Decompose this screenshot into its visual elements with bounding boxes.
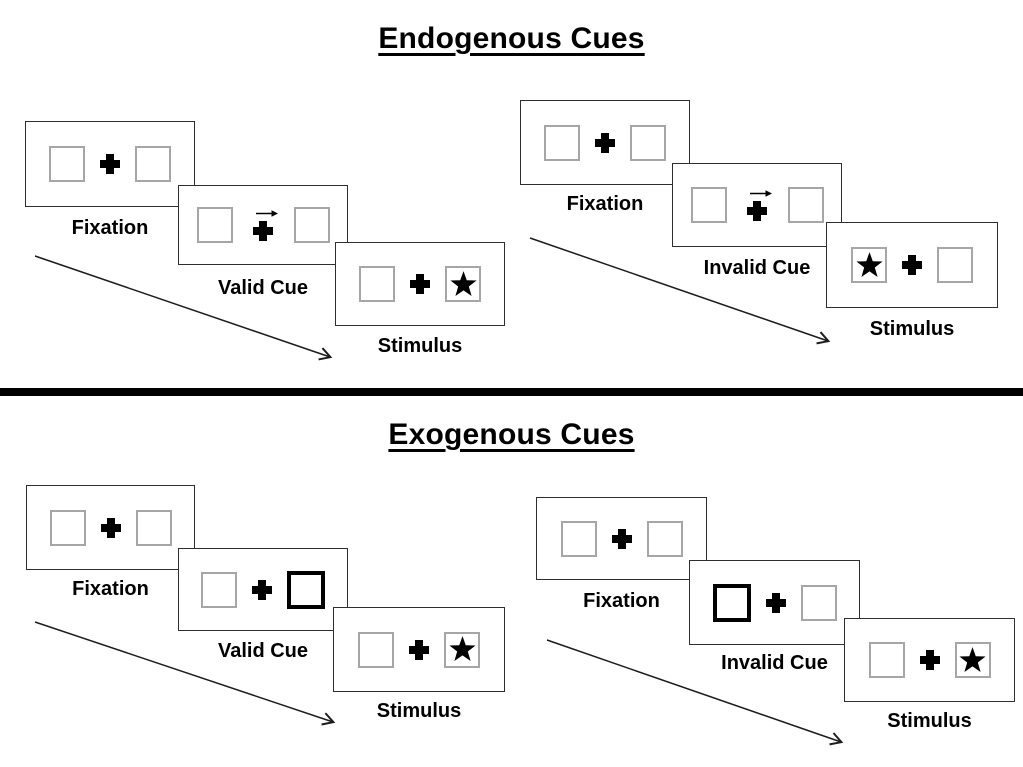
- target-star-icon: [448, 636, 476, 661]
- right-box-highlight-cue: [287, 570, 325, 609]
- endo-invalid-sequence-arrow: [529, 237, 831, 345]
- right-box: [646, 520, 683, 557]
- right-box: [800, 584, 837, 621]
- left-box: [49, 509, 86, 546]
- exo-valid-stimulus-card: [333, 607, 505, 692]
- fixation-cross: [252, 579, 272, 600]
- fixation-cross-group: [742, 189, 773, 221]
- exo-valid-sequence-arrow: [34, 621, 336, 726]
- fixation-cross-icon: [765, 592, 786, 613]
- endo-valid-sequence-arrow: [34, 255, 333, 361]
- exo-valid-cue-label: Valid Cue: [217, 640, 309, 662]
- endo-invalid-fixation-card: [520, 100, 690, 185]
- endo-valid-cue-card: [178, 185, 348, 265]
- right-box: [135, 509, 172, 546]
- right-box: [293, 207, 330, 243]
- target-star-icon: [959, 646, 986, 672]
- fixation-cross: [919, 650, 940, 670]
- fixation-cross-group: [902, 255, 922, 275]
- fixation-cross-icon: [611, 528, 632, 549]
- left-box: [359, 266, 395, 302]
- exo-valid-stimulus-label: Stimulus: [376, 700, 462, 722]
- fixation-cross-group: [409, 639, 429, 660]
- right-box-with-star: [445, 266, 481, 302]
- left-box: [201, 571, 237, 608]
- fixation-cross-group: [611, 528, 632, 549]
- left-box: [49, 146, 85, 182]
- fixation-cross-icon: [100, 154, 120, 174]
- left-box: [544, 124, 580, 161]
- endo-invalid-cue-label: Invalid Cue: [703, 257, 811, 279]
- exo-valid-cue-card: [178, 548, 348, 631]
- left-box: [196, 207, 233, 243]
- right-box-with-star: [954, 642, 991, 678]
- fixation-cross-icon: [253, 221, 273, 241]
- left-box: [868, 642, 905, 678]
- left-box: [358, 631, 394, 668]
- fixation-cross-icon: [252, 579, 272, 600]
- fixation-cross: [100, 517, 121, 538]
- endo-valid-fixation-card: [25, 121, 195, 207]
- right-box: [630, 124, 666, 161]
- endogenous-section-title: Endogenous Cues: [378, 22, 645, 55]
- endo-valid-stimulus-card: [335, 242, 505, 326]
- cue-arrow: [255, 209, 279, 218]
- fixation-cross-icon: [595, 132, 615, 153]
- fixation-cross-group: [100, 517, 121, 538]
- left-box: [560, 520, 597, 557]
- endo-invalid-stimulus-label: Stimulus: [869, 318, 955, 340]
- right-box-with-star: [444, 631, 480, 668]
- exo-invalid-stimulus-label: Stimulus: [887, 710, 972, 732]
- cue-arrow-icon: [749, 190, 772, 197]
- endo-invalid-stimulus-card: [826, 222, 998, 308]
- cue-arrow: [749, 189, 773, 198]
- fixation-cross: [595, 132, 615, 153]
- fixation-cross: [409, 639, 429, 660]
- fixation-cross-group: [765, 592, 786, 613]
- exo-invalid-fixation-card: [536, 497, 707, 580]
- fixation-cross-icon: [409, 639, 429, 660]
- exogenous-section-title: Exogenous Cues: [388, 418, 635, 451]
- right-box: [135, 146, 171, 182]
- fixation-cross-group: [100, 154, 120, 174]
- fixation-cross: [902, 255, 922, 275]
- endo-valid-fixation-label: Fixation: [71, 217, 149, 239]
- exo-invalid-fixation-label: Fixation: [583, 590, 660, 612]
- fixation-cross-icon: [410, 274, 430, 294]
- left-box-highlight-cue: [712, 583, 751, 622]
- fixation-cross-icon: [902, 255, 922, 275]
- right-box: [937, 247, 973, 283]
- section-divider: [0, 388, 1023, 396]
- exo-valid-fixation-card: [26, 485, 195, 570]
- fixation-cross-icon: [100, 517, 121, 538]
- fixation-cross: [410, 274, 430, 294]
- fixation-cross: [765, 592, 786, 613]
- fixation-cross-group: [595, 132, 615, 153]
- fixation-cross-icon: [747, 201, 767, 221]
- left-box: [690, 187, 727, 223]
- fixation-cross-group: [252, 579, 272, 600]
- endo-invalid-fixation-label: Fixation: [566, 193, 644, 215]
- endo-valid-cue-label: Valid Cue: [217, 277, 309, 299]
- exo-valid-fixation-label: Fixation: [72, 578, 149, 600]
- exo-invalid-stimulus-card: [844, 618, 1015, 702]
- left-box-with-star: [851, 247, 887, 283]
- fixation-cross-group: [919, 650, 940, 670]
- target-star-icon: [855, 251, 883, 277]
- target-star-icon: [449, 270, 477, 296]
- fixation-cross: [100, 154, 120, 174]
- fixation-cross-icon: [919, 650, 940, 670]
- exo-invalid-cue-label: Invalid Cue: [721, 652, 828, 674]
- fixation-cross-group: [410, 274, 430, 294]
- fixation-cross: [253, 221, 273, 241]
- right-box: [787, 187, 824, 223]
- fixation-cross: [611, 528, 632, 549]
- fixation-cross: [747, 201, 767, 221]
- exo-invalid-cue-card: [689, 560, 860, 645]
- cue-arrow-icon: [255, 210, 278, 217]
- fixation-cross-group: [248, 209, 279, 241]
- endo-valid-stimulus-label: Stimulus: [377, 335, 463, 357]
- endo-invalid-cue-card: [672, 163, 842, 247]
